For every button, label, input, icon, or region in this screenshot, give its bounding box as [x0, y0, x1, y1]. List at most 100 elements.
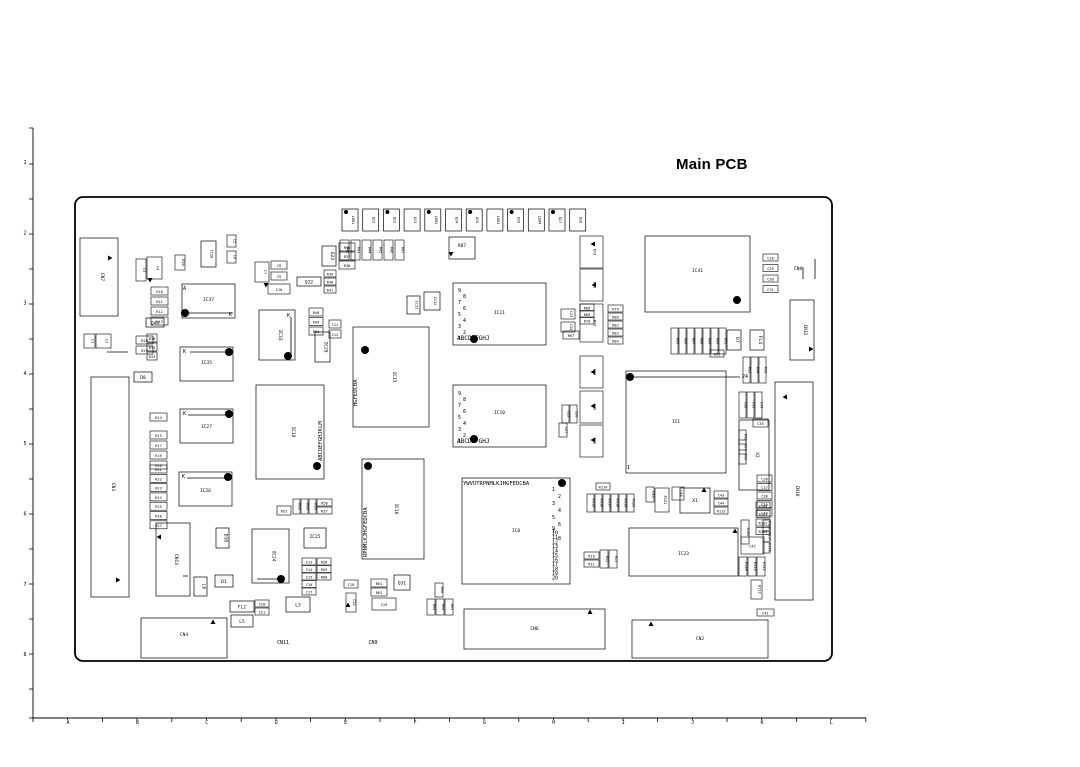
capacitor-label: C3 — [142, 268, 146, 272]
ic18-row-letters: ABCDEFGHJKLM — [318, 421, 324, 461]
resistor-label: R36 — [344, 246, 351, 250]
ic8-pin1-dot — [558, 479, 566, 487]
resistor — [149, 483, 168, 492]
ic1 — [625, 370, 727, 474]
d1 — [214, 574, 234, 588]
resistor — [150, 316, 169, 326]
ic32 — [423, 291, 441, 311]
cn4-label: CN4 — [180, 632, 188, 638]
ic10-row-number: 7 — [458, 403, 461, 409]
ic8-row-number: 16 — [552, 558, 558, 564]
ic11-row-number: 1 — [458, 336, 461, 342]
cn8-label: CN8 — [794, 266, 802, 272]
resistor-label: R107 — [768, 532, 772, 541]
col-label-L: L — [830, 720, 833, 726]
resistor — [579, 303, 604, 343]
cn2-label: CN2 — [696, 636, 704, 642]
resistor-label: R112 — [758, 585, 762, 594]
cn12 — [789, 299, 815, 361]
top-row-pin-dot — [551, 210, 555, 214]
resistor-label: R17 — [155, 444, 162, 448]
capacitor — [762, 264, 779, 272]
resistor — [149, 501, 168, 511]
capacitor-label: C39 — [761, 503, 768, 507]
resistor-label: R12 — [605, 556, 609, 563]
capacitor-label: C28 — [767, 257, 774, 261]
ic8-row-number: 5 — [552, 515, 555, 521]
top-row-part — [383, 208, 400, 232]
row-label-2: 2 — [23, 230, 26, 236]
top-row-part — [362, 208, 380, 232]
resistor-label: R22 — [155, 477, 162, 481]
capacitor-label: C21 — [259, 611, 266, 615]
resistor — [149, 440, 168, 450]
resistor — [694, 327, 703, 355]
top-row-part — [569, 208, 587, 232]
col-label-I: I — [622, 720, 625, 726]
row-label-7: 7 — [23, 582, 26, 588]
top-row-part-label: LED3 — [496, 216, 500, 225]
ic16-pin1-dot — [364, 462, 372, 470]
resistor-label: R50 — [313, 330, 320, 334]
capacitor-label: C13 — [306, 561, 313, 565]
ic10-row-number: 8 — [463, 397, 466, 403]
capacitor — [740, 536, 765, 555]
resistor — [370, 578, 388, 588]
cn4-pin1-marker — [210, 619, 216, 624]
ic11-row-number: 2 — [463, 330, 466, 336]
resistor — [702, 327, 711, 355]
row-label-6: 6 — [23, 512, 26, 518]
ic33-tag-k: K — [287, 313, 290, 319]
resistor-label: R42 — [346, 247, 350, 254]
resistor-label: R63 — [432, 604, 436, 611]
cn6-label: CN6 — [530, 626, 538, 632]
resistor — [607, 328, 624, 337]
ic26-tag-k: K — [182, 474, 185, 480]
resistor-label: R57 — [321, 510, 328, 514]
resistor-label: R113 — [717, 510, 726, 514]
cn13-pin1-marker — [156, 534, 161, 540]
row-label-5: 5 — [23, 441, 26, 447]
resistor-label: R39 — [327, 273, 334, 277]
resistor — [150, 306, 169, 316]
ic10 — [452, 384, 547, 448]
q22 — [296, 276, 322, 287]
capacitor — [328, 329, 342, 339]
ic8-row-number: 2 — [558, 494, 561, 500]
capacitor — [301, 572, 317, 581]
resistor-label: R92 — [714, 353, 721, 357]
resistor — [292, 498, 301, 515]
ic31-label: IC31 — [415, 301, 419, 309]
resistor — [338, 260, 356, 270]
ic24-pin1-dot — [277, 575, 285, 583]
l3-label: L3 — [295, 603, 301, 609]
ic8-row-number: 17 — [552, 562, 558, 568]
ic10-row-number: 2 — [463, 433, 466, 439]
resistor — [316, 572, 332, 581]
capacitor-label: C19 — [381, 603, 388, 607]
resistor-label: R69 — [584, 313, 591, 317]
resistor — [654, 487, 670, 513]
resistor-label: R30 — [149, 337, 156, 341]
resistor — [579, 424, 604, 458]
resistor — [323, 269, 337, 278]
resistor-label: R23 — [155, 487, 162, 491]
col-label-C: C — [205, 720, 208, 726]
resistor-label: R97 — [744, 444, 748, 451]
resistor-label: R93 — [748, 367, 752, 374]
capacitor-label: C1 — [91, 339, 95, 343]
capacitor-label: C22 — [352, 599, 356, 606]
capacitor-label: C20 — [259, 603, 266, 607]
resistor — [718, 327, 727, 355]
resistor-label: R45 — [379, 247, 383, 254]
ic15 — [352, 326, 430, 428]
q23 — [321, 245, 337, 267]
resistor-label: R84 — [612, 340, 619, 344]
capacitor — [560, 321, 576, 333]
ic8-row-number: 8 — [558, 536, 561, 542]
top-row-part — [465, 208, 483, 232]
ic41-pin1-dot — [733, 296, 741, 304]
top-row-part-label: Q12 — [392, 217, 396, 224]
resistor-label: R12 — [156, 310, 163, 314]
